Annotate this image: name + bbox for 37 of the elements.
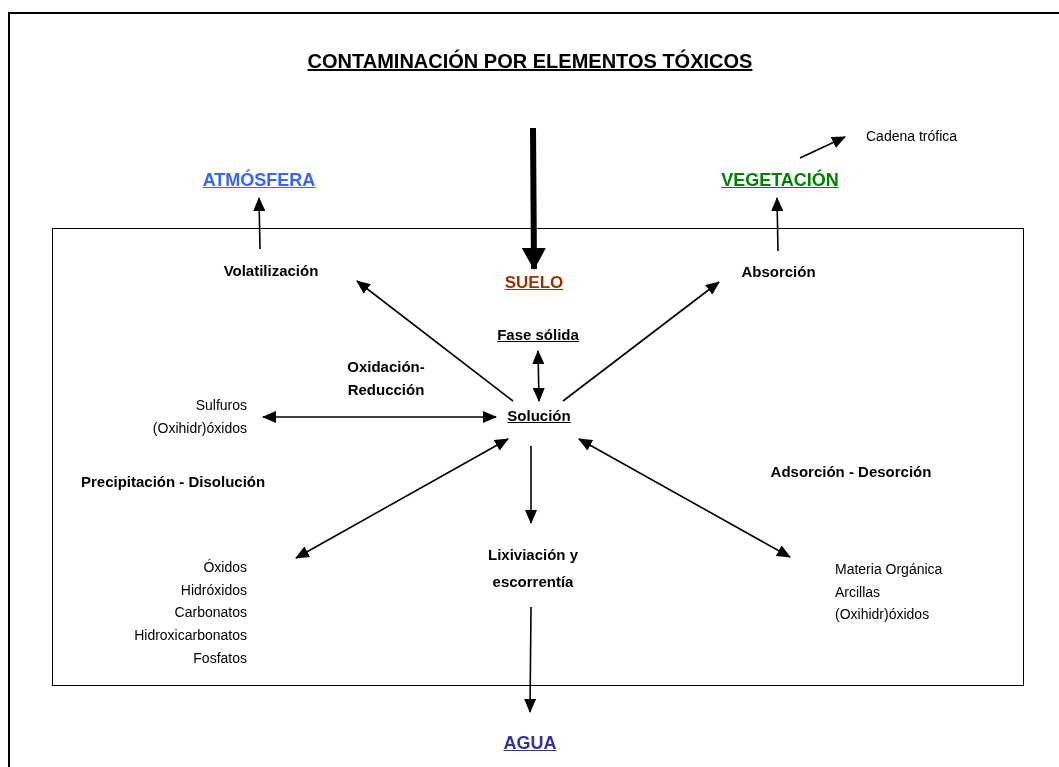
soil-box (52, 228, 1024, 686)
arrow (295, 438, 509, 559)
diagram-title: CONTAMINACIÓN POR ELEMENTOS TÓXICOS (300, 46, 760, 76)
arrow (532, 350, 545, 402)
compartment-heading: ATMÓSFERA (186, 170, 332, 192)
process-label: Lixiviación y escorrentía (463, 541, 603, 595)
compound-name: Carbonatos (173, 603, 247, 623)
process-label: Absorción (721, 263, 836, 281)
target-label: Cadena trófica (866, 128, 1006, 145)
compound-name: (Oxihidr)óxidos (835, 605, 931, 625)
compartment-heading: VEGETACIÓN (695, 170, 865, 192)
compound-name: (Oxihidr)óxidos (151, 419, 247, 439)
arrow (578, 438, 791, 558)
arrow (562, 281, 720, 402)
compound-name: Sulfuros (194, 396, 247, 415)
arrow (525, 445, 537, 524)
compound-name: Hidroxicarbonatos (133, 626, 247, 645)
phase-label: Fase sólida (478, 326, 598, 344)
arrow (253, 197, 266, 250)
process-label: Adsorción - Desorción (731, 463, 971, 481)
compound-name: Fosfatos (192, 648, 247, 668)
process-label: Oxidación- Reducción (321, 355, 451, 402)
arrow (524, 606, 537, 713)
arrow (799, 136, 846, 159)
compound-name: Hidróxidos (179, 580, 247, 600)
arrow (771, 197, 784, 252)
compound-name: Óxidos (202, 558, 247, 577)
compound-name: Materia Orgánica (835, 560, 944, 579)
thick-arrow (521, 127, 546, 270)
compartment-heading: AGUA (489, 733, 571, 755)
compound-name: Arcillas (835, 582, 882, 602)
process-label: Volatilización (196, 262, 346, 280)
phase-label: Solución (489, 407, 589, 425)
arrow (356, 280, 514, 402)
arrow (262, 411, 497, 423)
process-label: Precipitación - Disolución (81, 473, 356, 491)
compartment-heading: SUELO (493, 273, 575, 294)
